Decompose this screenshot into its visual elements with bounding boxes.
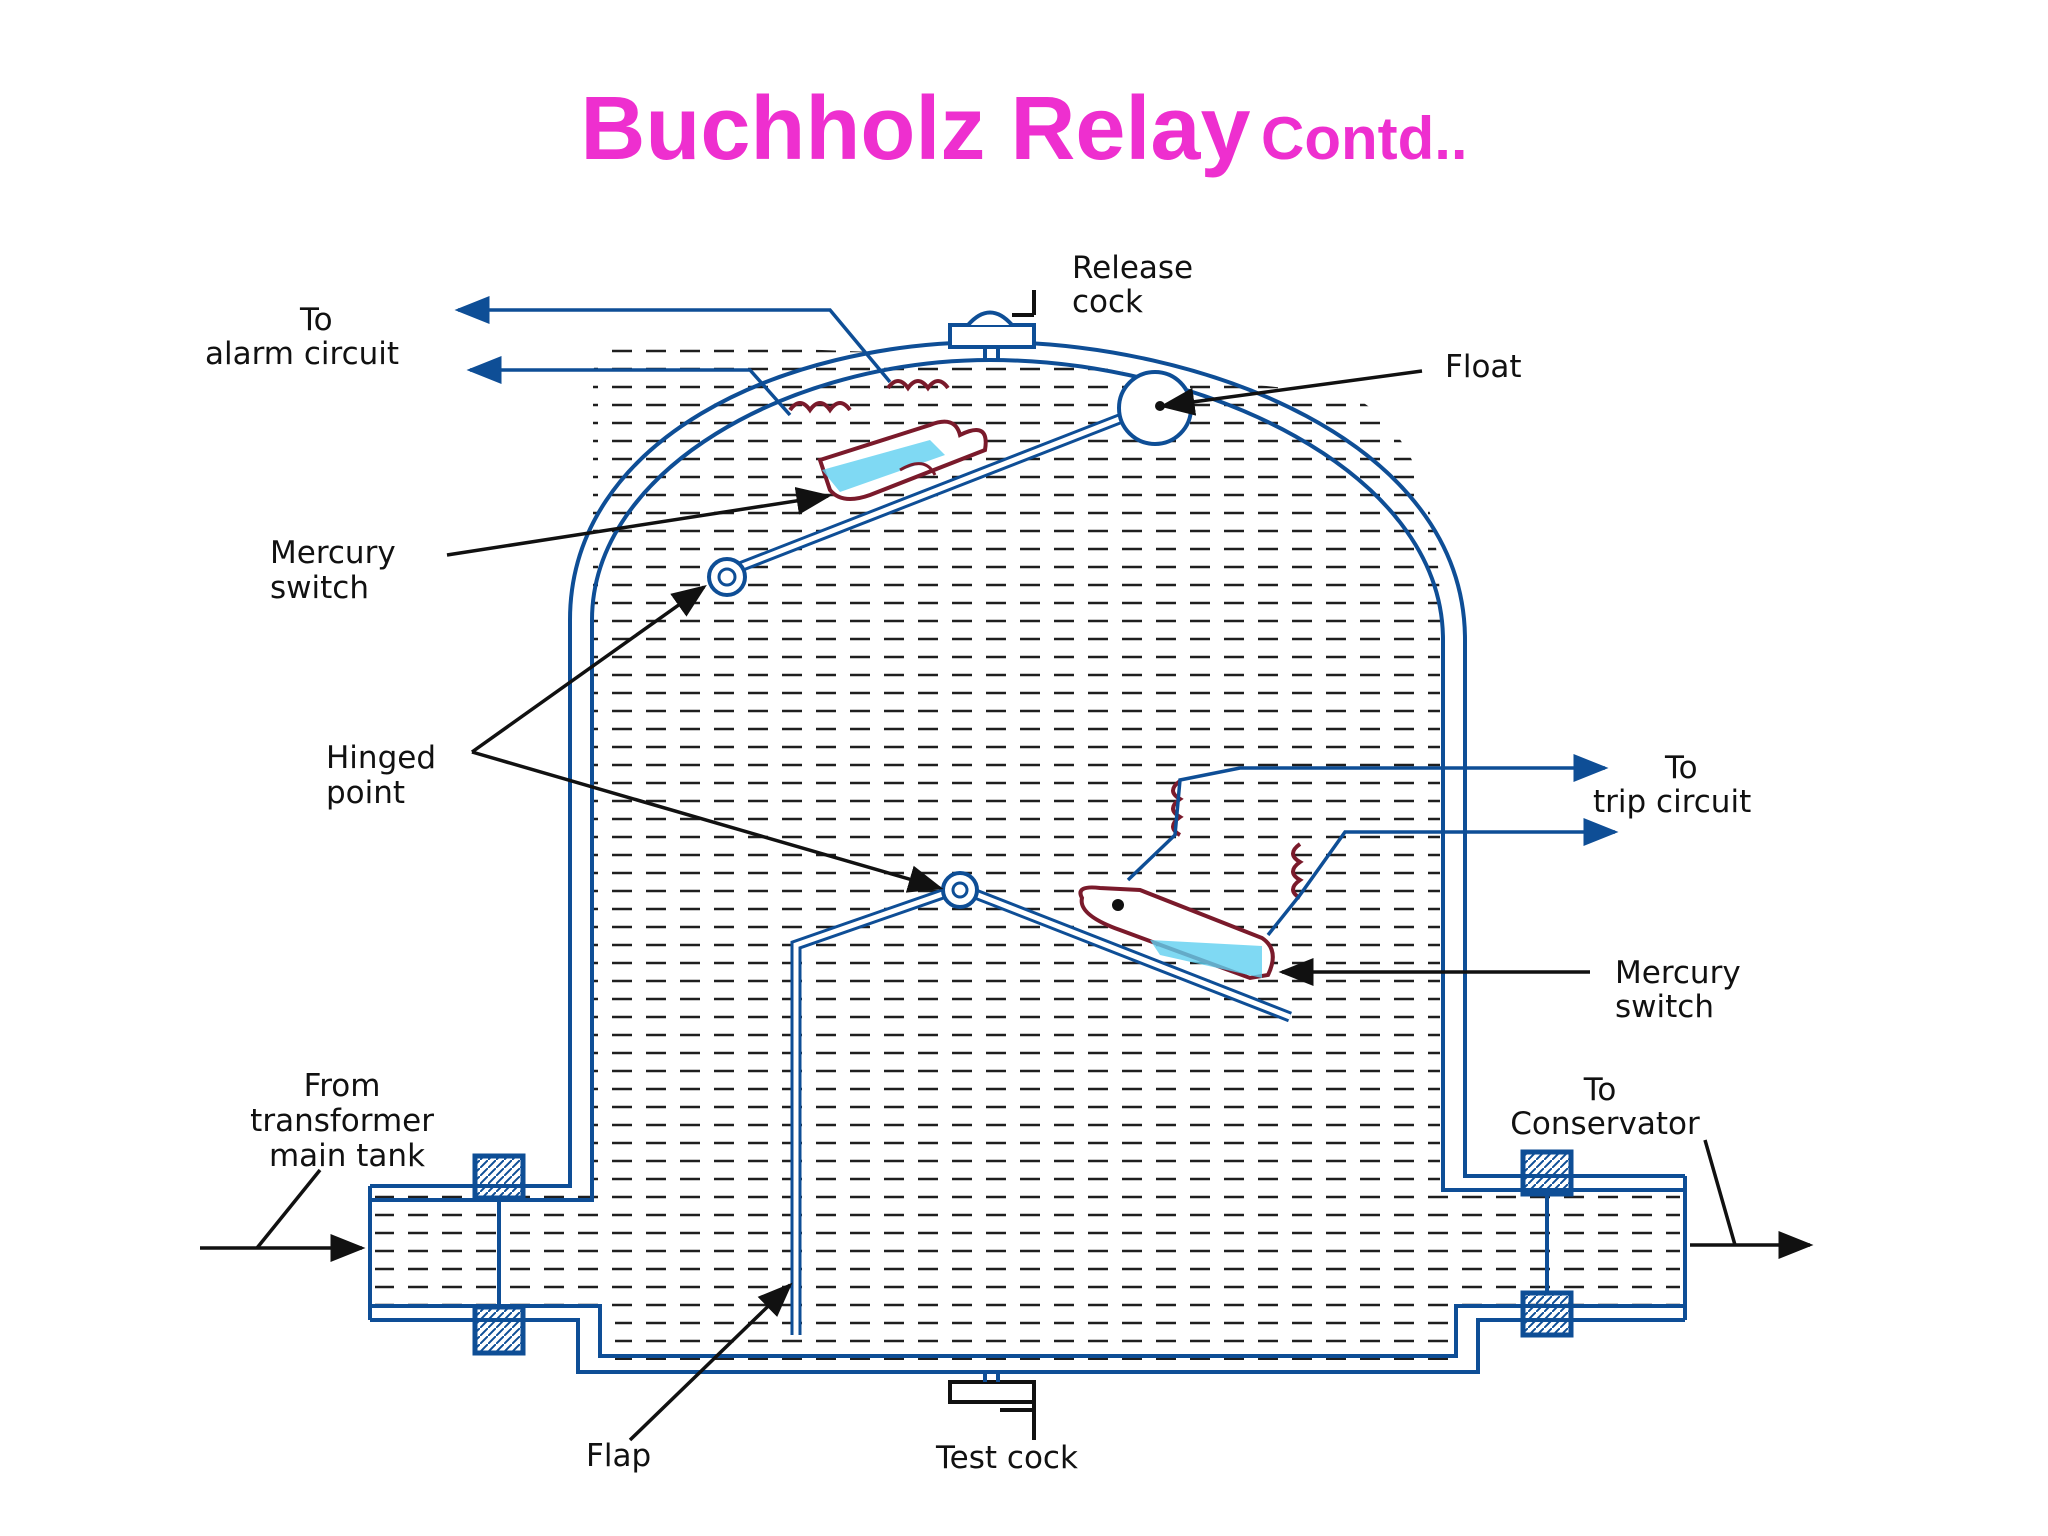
vessel-inner-wall — [370, 357, 1685, 1202]
test-cock — [948, 1372, 1036, 1440]
right-flange — [1520, 1149, 1574, 1338]
lower-flap-assembly — [790, 754, 1619, 1335]
label-mercury-switch-top: Mercury switch — [270, 535, 406, 606]
title-main: Buchholz Relay — [580, 79, 1251, 179]
label-to-trip-circuit: To trip circuit — [1593, 750, 1751, 820]
label-test-cock: Test cock — [935, 1440, 1078, 1476]
vessel-bottom-outer — [370, 1318, 1685, 1374]
vessel-bottom-inner — [370, 1304, 1685, 1358]
label-to-alarm-circuit: To alarm circuit — [205, 302, 399, 372]
label-mercury-switch-bottom: Mercury switch — [1615, 955, 1751, 1025]
label-from-transformer: From transformer main tank — [250, 1068, 444, 1174]
label-release-cock: Release cock — [1072, 250, 1203, 320]
label-to-conservator: To Conservator — [1510, 1072, 1700, 1142]
release-cock — [948, 290, 1036, 360]
label-float: Float — [1445, 349, 1522, 385]
page-title: Buchholz Relay Contd.. — [0, 78, 2048, 181]
label-hinged-point: Hinged point — [326, 740, 446, 811]
label-flap: Flap — [586, 1438, 651, 1474]
upper-float-assembly — [454, 296, 1193, 597]
title-sub: Contd.. — [1260, 105, 1468, 172]
left-flange — [472, 1153, 526, 1356]
pointer-arrows — [200, 369, 1814, 1442]
float-icon — [1117, 370, 1193, 446]
